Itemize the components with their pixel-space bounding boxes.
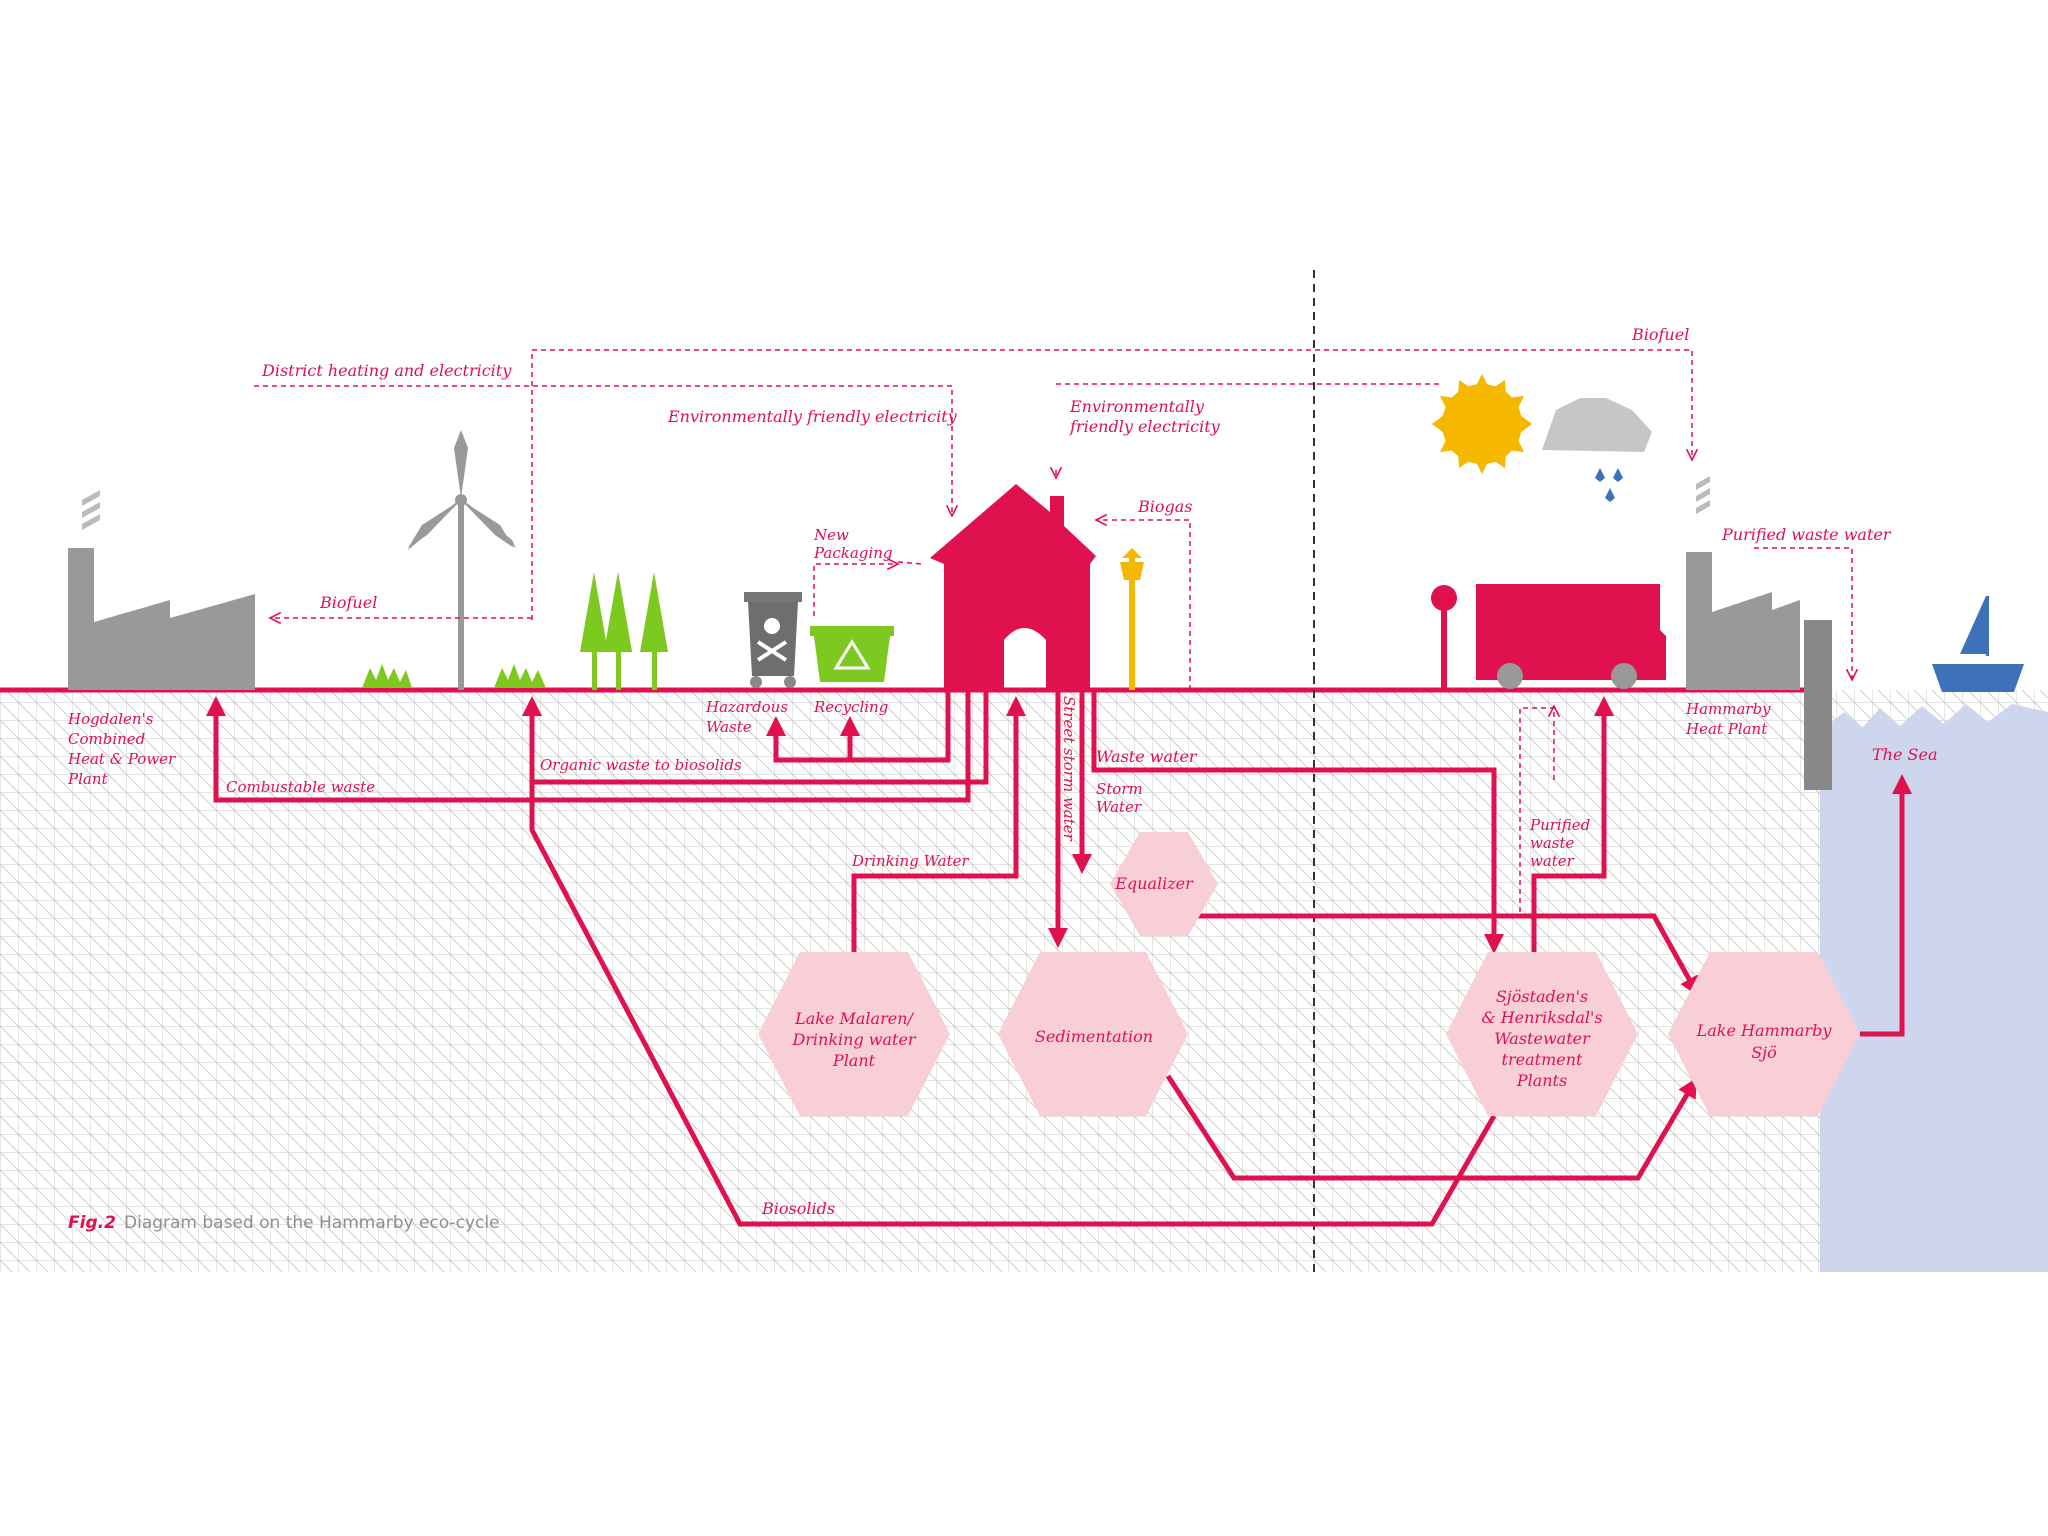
label-hazardous-2: Waste	[706, 718, 752, 736]
flow-hazardous	[766, 690, 951, 763]
label-biofuel-top: Biofuel	[1631, 325, 1689, 344]
label-hammarby-heat-2: Heat Plant	[1685, 720, 1768, 738]
label-waste-water: Waste water	[1096, 747, 1198, 766]
figure-number: Fig.2	[68, 1213, 116, 1233]
label-hogdalen-2: Combined	[68, 730, 145, 748]
node-equalizer-label: Equalizer	[1114, 874, 1194, 893]
label-drinking-water: Drinking Water	[851, 852, 970, 870]
sun-icon	[1432, 374, 1532, 474]
flow-sedimentation-to-lake	[1165, 1074, 1698, 1181]
sea	[1820, 704, 2048, 1272]
flow-organic-waste	[522, 690, 989, 785]
node-lake-hammarby-label-2: Sjö	[1751, 1043, 1777, 1062]
grass-icon	[494, 664, 546, 688]
dash-new-packaging	[897, 561, 923, 565]
flow-purified-waste-water	[1531, 696, 1614, 952]
label-hammarby-heat-1: Hammarby	[1685, 700, 1771, 718]
node-equalizer	[1110, 832, 1218, 936]
label-hogdalen-4: Plant	[67, 770, 108, 788]
flow-lake-to-sea	[1860, 774, 1912, 1037]
dash-district-heating	[254, 385, 952, 516]
label-biogas: Biogas	[1137, 497, 1193, 516]
label-purified-1: Purified	[1529, 816, 1590, 834]
node-sedimentation-label: Sedimentation	[1035, 1027, 1153, 1046]
flow-biosolids	[529, 782, 1497, 1227]
node-sjostaden-label-4: treatment	[1502, 1050, 1583, 1069]
dash-purified-up	[1519, 706, 1554, 912]
figure-caption: Diagram based on the Hammarby eco-cycle	[124, 1213, 500, 1233]
recycling-bin-icon	[810, 626, 894, 682]
flow-equalizer-to-lake	[1196, 913, 1699, 997]
tree-icon	[604, 572, 632, 690]
node-sjostaden	[1446, 952, 1638, 1116]
dash-recycling-to-packaging	[813, 564, 898, 616]
label-hogdalen-3: Heat & Power	[67, 750, 176, 768]
node-lake-malaren-label-2: Drinking water	[791, 1030, 916, 1049]
boat-icon	[1932, 596, 2024, 692]
factory-icon	[68, 490, 255, 690]
factory-icon	[1686, 476, 1800, 690]
flow-combustible-waste	[206, 690, 971, 803]
label-storm-water-2: Water	[1096, 798, 1142, 816]
label-street-storm-water: Street storm water	[1060, 696, 1078, 842]
label-district-heating: District heating and electricity	[261, 361, 512, 380]
node-lake-malaren-label-3: Plant	[832, 1051, 876, 1070]
bus-icon	[1476, 584, 1666, 689]
flow-drinking-water	[851, 696, 1026, 952]
node-lake-hammarby	[1668, 952, 1860, 1116]
house-icon	[930, 484, 1096, 690]
node-sedimentation	[998, 952, 1188, 1116]
wind-turbine-icon	[408, 430, 516, 690]
label-env-electricity-left: Environmentally friendly electricity	[667, 407, 958, 426]
tree-icon	[640, 572, 668, 690]
label-new-packaging-1: New	[813, 526, 849, 544]
bus-stop-icon	[1431, 585, 1457, 690]
label-storm-water-1: Storm	[1096, 780, 1143, 798]
rain-cloud-icon	[1542, 398, 1652, 502]
label-biosolids: Biosolids	[761, 1199, 835, 1218]
label-env-electricity-right-2: friendly electricity	[1069, 417, 1221, 436]
label-hazardous-1: Hazardous	[705, 698, 788, 716]
label-biofuel-left: Biofuel	[319, 593, 377, 612]
label-env-electricity-right-1: Environmentally	[1069, 397, 1205, 416]
label-recycling: Recycling	[813, 698, 888, 716]
node-lake-malaren	[758, 952, 950, 1116]
node-sjostaden-label-3: Wastewater	[1494, 1029, 1591, 1048]
flow-waste-water	[1091, 690, 1504, 954]
node-sjostaden-label-2: & Henriksdal's	[1481, 1008, 1602, 1027]
label-purified-2: waste	[1530, 834, 1575, 852]
label-new-packaging-2: Packaging	[813, 544, 892, 562]
dash-biofuel-top	[531, 349, 1692, 620]
quay-wall	[1804, 620, 1832, 790]
dash-biogas	[1096, 520, 1191, 690]
node-sjostaden-label-1: Sjöstaden's	[1496, 987, 1588, 1006]
label-organic-waste: Organic waste to biosolids	[540, 756, 742, 774]
node-sjostaden-label-5: Plants	[1516, 1071, 1567, 1090]
label-the-sea: The Sea	[1872, 745, 1938, 764]
label-combustible-waste: Combustable waste	[226, 778, 375, 796]
label-purified-waste-water-top: Purified waste water	[1721, 525, 1892, 544]
label-hogdalen-1: Hogdalen's	[67, 710, 154, 728]
hazardous-bin-icon	[744, 592, 802, 688]
street-lamp-icon	[1120, 548, 1144, 690]
node-lake-hammarby-label-1: Lake Hammarby	[1696, 1021, 1833, 1040]
grass-icon	[362, 664, 412, 688]
label-purified-3: water	[1530, 852, 1575, 870]
node-lake-malaren-label-1: Lake Malaren/	[794, 1009, 914, 1028]
